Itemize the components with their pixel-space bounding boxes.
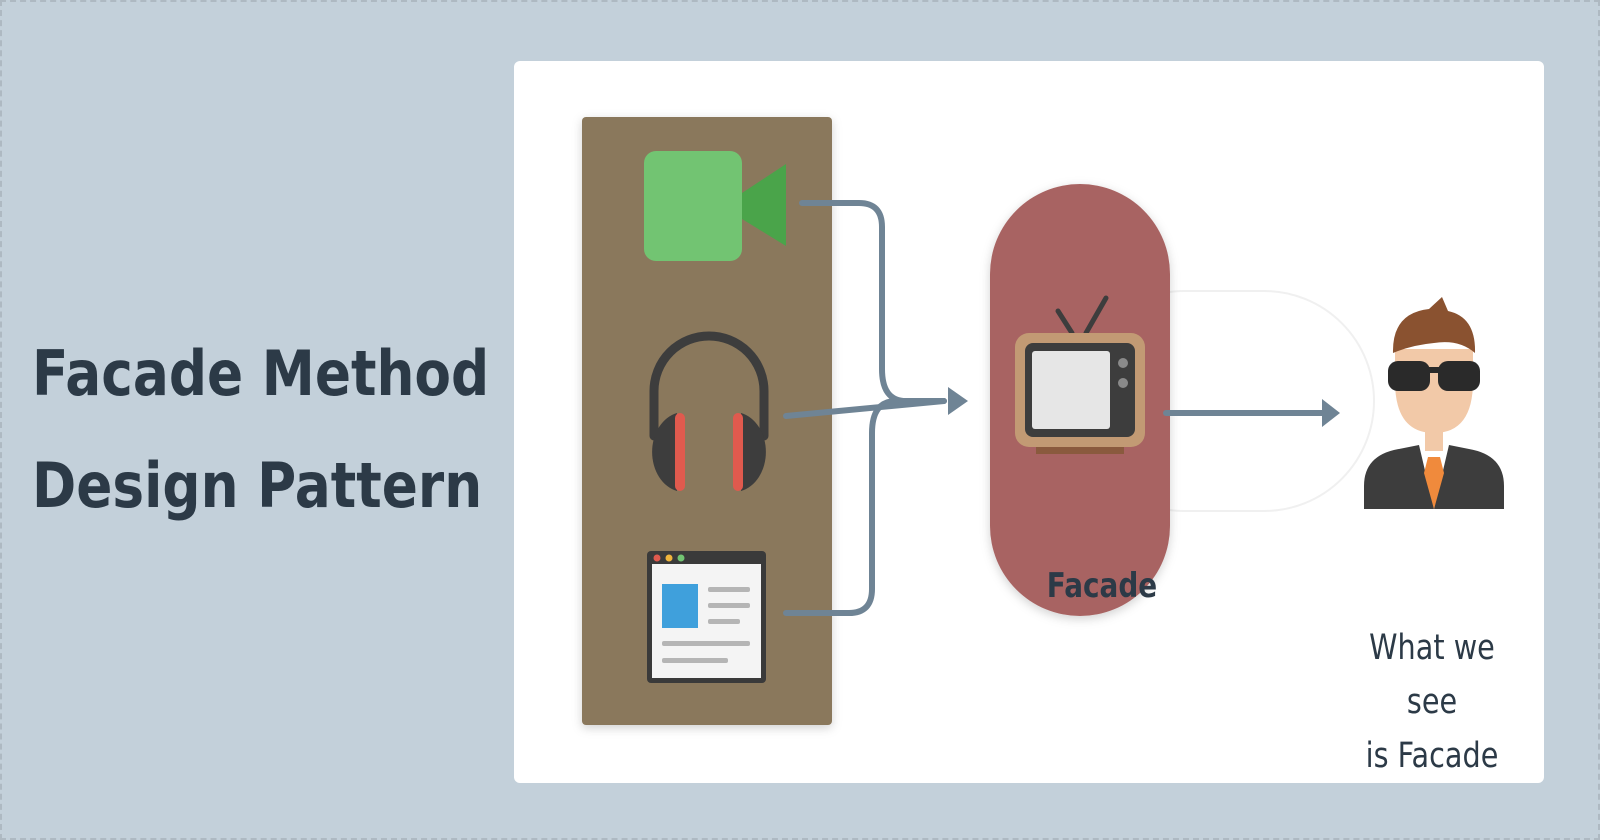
subsystem-connectors (783, 200, 947, 616)
observer-caption-line-1: What we see (1369, 628, 1495, 722)
arrow-to-facade (948, 387, 968, 415)
video-camera-icon (644, 151, 786, 261)
page-title: Facade Method Design Pattern (32, 318, 490, 542)
facade-label: Facade (1046, 566, 1158, 606)
person-with-sunglasses-icon (1364, 297, 1504, 509)
facade-to-observer-connector (1163, 399, 1340, 427)
observer-caption-line-2: is Facade (1365, 736, 1499, 776)
diagram-card: Facade What we see is Facade (514, 61, 1544, 783)
headphones-icon (649, 331, 769, 491)
facade-diagram (582, 117, 1504, 725)
title-line-2: Design Pattern (32, 449, 483, 522)
subsystem-panel (582, 117, 832, 725)
title-line-1: Facade Method (32, 337, 490, 410)
observer-caption: What we see is Facade (1342, 621, 1522, 783)
television-icon (1015, 295, 1145, 454)
browser-window-icon (647, 551, 766, 683)
